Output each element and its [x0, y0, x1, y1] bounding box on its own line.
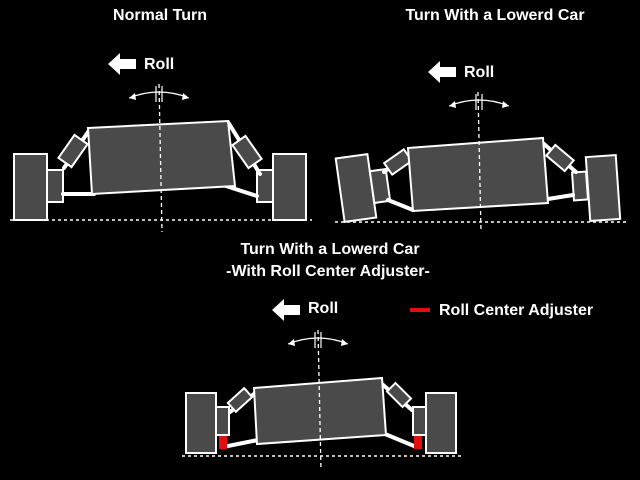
title-lowered-car: Turn With a Lowerd Car — [405, 7, 584, 24]
right-wheel — [584, 153, 622, 223]
right-shock — [385, 381, 413, 409]
right-lower-arm — [546, 193, 575, 201]
right-lower-arm — [224, 184, 259, 198]
left-shock — [57, 133, 89, 169]
roll-label: Roll — [308, 300, 338, 317]
diagram-roll-center-adjuster: Roll Roll Center Adjuster — [182, 299, 593, 471]
left-shock — [226, 386, 254, 414]
title-adjuster-line2: -With Roll Center Adjuster- — [226, 263, 430, 280]
right-lower-arm — [383, 432, 416, 448]
arrow-left-icon — [108, 53, 136, 75]
arrow-left-icon — [428, 61, 456, 83]
left-wheel — [334, 152, 378, 224]
left-lower-arm — [386, 198, 415, 212]
right-roll-center-adjuster — [414, 436, 422, 449]
roll-arc-icon — [448, 93, 510, 111]
right-shock — [544, 143, 576, 173]
diagram-lowered-car: Roll — [334, 61, 626, 233]
car-body — [86, 119, 237, 196]
vertical-centerline — [158, 83, 163, 233]
legend-label-adjuster: Roll Center Adjuster — [439, 302, 593, 319]
left-wheel — [185, 392, 217, 454]
left-roll-center-adjuster — [219, 436, 227, 449]
right-hub — [570, 170, 590, 202]
left-hub — [368, 167, 392, 205]
diagram-normal-turn: Roll — [10, 53, 312, 233]
car-body — [406, 136, 550, 213]
roll-label: Roll — [464, 64, 494, 81]
title-normal-turn: Normal Turn — [113, 7, 207, 24]
right-wheel — [272, 153, 307, 221]
arrow-left-icon — [272, 299, 300, 321]
left-wheel — [13, 153, 48, 221]
left-lower-arm — [226, 438, 260, 448]
left-hub — [215, 406, 230, 436]
title-adjuster-line1: Turn With a Lowerd Car — [240, 241, 419, 258]
right-hub — [256, 169, 274, 203]
vertical-centerline — [317, 329, 322, 471]
roll-label: Roll — [144, 56, 174, 73]
left-hub — [46, 169, 64, 203]
car-body — [252, 376, 388, 446]
right-wheel — [425, 392, 457, 454]
right-hub — [412, 406, 427, 436]
vertical-centerline — [477, 91, 482, 233]
right-shock — [231, 134, 263, 170]
